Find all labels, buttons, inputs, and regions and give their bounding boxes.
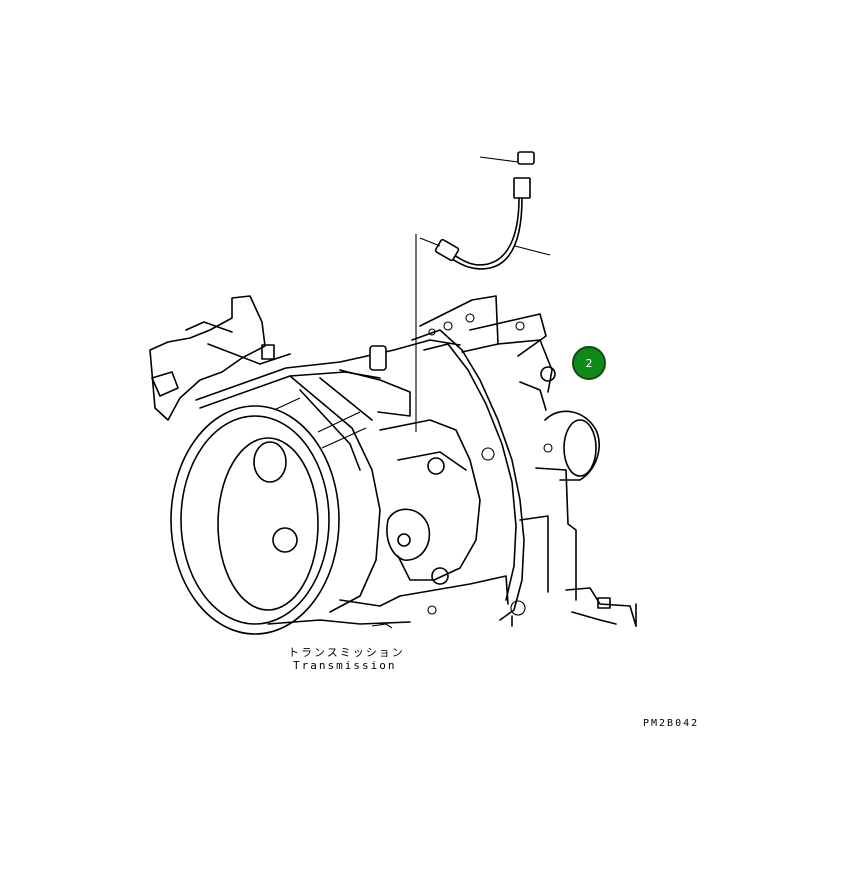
callout-badge[interactable]: 2 xyxy=(572,346,606,380)
caption-japanese: トランスミッション xyxy=(288,646,405,659)
caption-english: Transmission xyxy=(293,659,397,672)
sensor-harness xyxy=(415,151,551,432)
reference-code: PM2B042 xyxy=(643,718,700,729)
transmission-housing xyxy=(149,295,637,635)
callout-number: 2 xyxy=(585,356,593,370)
